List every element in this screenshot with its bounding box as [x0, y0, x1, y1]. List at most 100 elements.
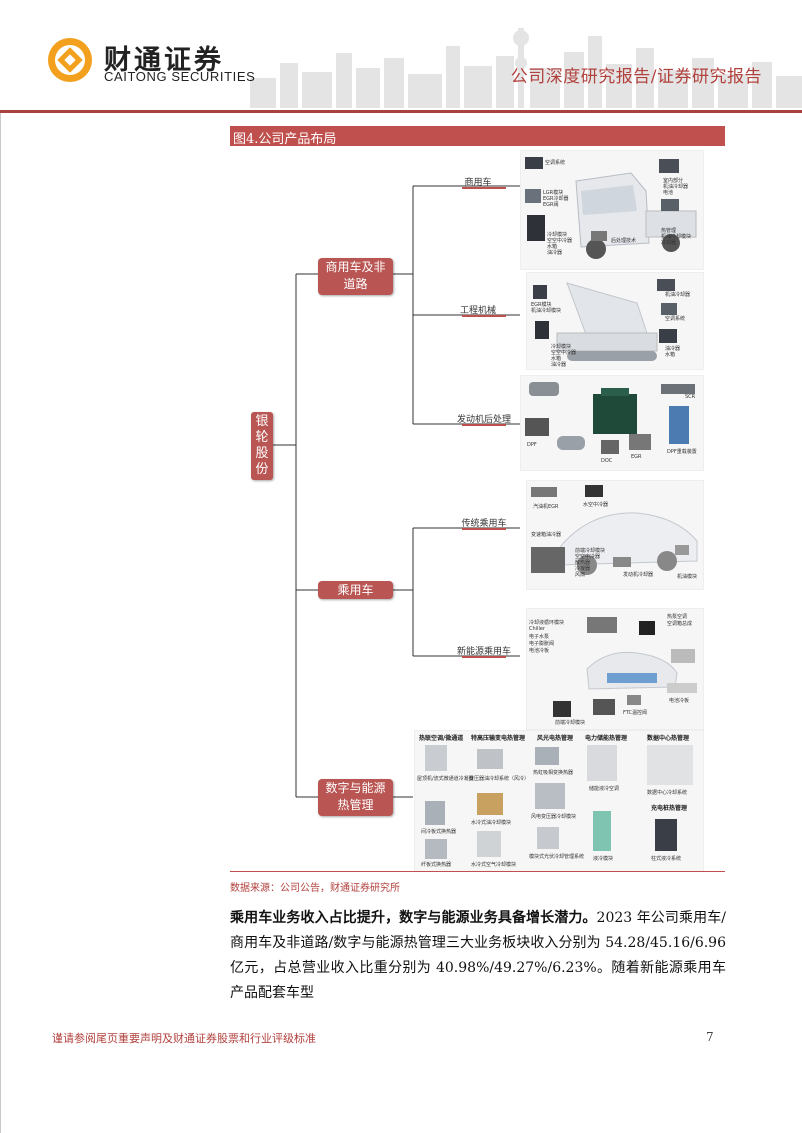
leaf-underline [462, 528, 506, 530]
panel-label: 数据中心冷却系统 [647, 790, 688, 796]
panel-label: SCR [685, 394, 696, 400]
panel-label: DPF [527, 442, 537, 448]
digital-head: 数据中心热管理 [647, 735, 690, 742]
digital-head: 电力储能热管理 [585, 735, 628, 742]
panel-label: EGR [631, 454, 642, 460]
leaf-underline [462, 315, 506, 317]
panel-label: 后处理技术 [611, 238, 637, 244]
panel-label: 空空中冷器 [551, 350, 577, 356]
product-layout-diagram: 银 轮 股 份 商用车及非 道路 乘用车 数字与能源 热管理 商用车 工程机械 … [230, 150, 725, 872]
panel-label: 机油冷却模块 [661, 234, 692, 240]
panel-label: EGR模块 [531, 302, 552, 308]
panel-label: 模块式光伏冷却管理系统 [529, 854, 585, 860]
panel-label: 储能液冷空调 [589, 786, 620, 792]
panel-label: 变压器油冷却系统（风冷） [469, 776, 530, 782]
left-margin-rule [0, 113, 1, 1133]
panel-label: 空空中冷器 [547, 238, 573, 244]
logo-english-name: CAITONG SECURITIES [104, 69, 256, 84]
figure-title-bar: 图4.公司产品布局 [230, 126, 725, 147]
panel-label: 电池冷板 [529, 648, 550, 654]
panel-label: EGR阀 [543, 202, 559, 208]
panel-label: 水冷式空气冷却模块 [471, 862, 517, 868]
panel-label: 电池 [663, 190, 674, 196]
digital-head: 风光电热管理 [537, 735, 574, 742]
panel-label: 机油冷却模块 [531, 308, 562, 314]
panel-label: 电子水泵 [529, 634, 550, 640]
header-divider [0, 110, 802, 113]
panel-label: 机油模块 [677, 574, 698, 580]
leaf-nev-passenger: 新能源乘用车 [456, 647, 511, 657]
panel-label: 变速箱油冷器 [531, 532, 562, 538]
root-char: 轮 [255, 430, 269, 445]
panel-label: 液冷模块 [593, 856, 614, 862]
figure-title: 图4.公司产品布局 [233, 132, 337, 147]
body-paragraph: 乘用车业务收入占比提升，数字与能源业务具备增长潜力。2023 年公司乘用车/商用… [230, 906, 726, 1006]
panel-label: DOC [601, 458, 613, 464]
panel-label: 冷凝器 [575, 566, 591, 572]
leaf-underline [462, 424, 506, 426]
panel-label: 风扇 [575, 572, 586, 578]
city-skyline-watermark [250, 28, 802, 108]
paragraph-lead: 乘用车业务收入占比提升，数字与能源业务具备增长潜力。 [230, 910, 597, 926]
panel-label: 热虹吸相变换热器 [533, 770, 574, 776]
panel-label: 电池冷板 [669, 698, 690, 704]
panel-label: 空调系统 [545, 160, 566, 166]
page-header: 财通证券 CAITONG SECURITIES 公司深度研究报告/证券研究报告 [0, 0, 802, 112]
panel-label: 前端冷却模块 [575, 548, 606, 554]
caitong-logo-icon [48, 38, 92, 82]
panel-commercial-truck: 空调系统 LGR模块 EGR冷却器 EGR阀 冷却模块 空空中冷器 水箱 油冷器… [520, 150, 704, 270]
panel-label: 电子膨胀阀 [529, 641, 555, 647]
panel-label: DPF重载装置 [667, 449, 697, 455]
panel-label: FTC温控阀 [623, 710, 648, 716]
panel-digital-energy: 热联空调/微通道 特高压输变电热管理 风光电热管理 电力储能热管理 数据中心热管… [414, 730, 704, 872]
panel-label: 水箱 [551, 356, 562, 362]
panel-label: 前端冷却模块 [555, 720, 586, 726]
panel-label: 发动机冷却器 [623, 572, 654, 578]
panel-label: 间冷板式换热器 [421, 829, 457, 835]
panel-label: Chiller [529, 626, 545, 632]
excavator-illustration [533, 279, 677, 361]
panel-label: 屋顶机/流式微通道冷凝器 [417, 776, 474, 782]
category-label: 商用车及非 [325, 260, 386, 274]
panel-label: 水箱 [547, 244, 558, 250]
report-type: 公司深度研究报告/证券研究报告 [510, 67, 762, 87]
panel-label: EGR冷却器 [543, 196, 569, 202]
panel-label: 室内部分 [663, 178, 684, 184]
digital-head: 热联空调/微通道 [419, 735, 464, 742]
figure-source: 数据来源：公司公告，财通证券研究所 [230, 883, 400, 894]
panel-label: 汽油机EGR [533, 504, 559, 510]
truck-illustration [525, 157, 697, 259]
panel-excavator: EGR模块 机油冷却模块 冷却模块 空空中冷器 水箱 油冷器 机油冷却器 空调系… [526, 272, 704, 370]
category-label: 数字与能源 [325, 781, 386, 795]
source-divider [230, 871, 725, 872]
panel-label: 充电桩热管理 [651, 805, 688, 812]
panel-label: 冷却器 [661, 240, 677, 246]
digital-head: 特高压输变电热管理 [471, 735, 526, 742]
digital-energy-illustration [425, 745, 693, 859]
panel-label: 油冷器 [551, 362, 567, 368]
logo-chinese-name: 财通证券 [104, 45, 224, 76]
category-label: 道路 [343, 277, 368, 291]
panel-label: 水空中冷器 [583, 502, 609, 508]
paragraph-body: 2023 年公司乘用车/商用车及非道路/数字与能源热管理三大业务板块收入分别为 … [230, 910, 727, 1001]
panel-label: 水冷式油冷却模块 [471, 820, 512, 826]
panel-label: 风电变压器冷却模块 [531, 814, 577, 820]
panel-engine-aftertreatment: SCR DPF DOC EGR DPF重载装置 [520, 375, 704, 471]
panel-label: 柱式液冷系统 [651, 856, 682, 862]
panel-label: 空调系统 [665, 316, 686, 322]
leaf-underline [462, 187, 506, 189]
panel-label: LGR模块 [543, 190, 564, 196]
category-label: 乘用车 [337, 583, 374, 597]
root-char: 银 [255, 414, 269, 429]
category-label: 热管理 [337, 798, 374, 812]
panel-traditional-passenger: 汽油机EGR 水空中冷器 变速箱油冷器 前端冷却模块 空空中冷器 散热器 冷凝器… [526, 480, 704, 590]
engine-illustration [525, 382, 695, 454]
panel-label: 散热器 [575, 560, 591, 566]
leaf-underline [462, 656, 506, 658]
panel-label: 纤板式换热器 [421, 862, 452, 868]
panel-label: 冷却模块 [551, 344, 572, 350]
panel-label: 油冷器 [547, 250, 563, 256]
leaf-engine-aftertreatment: 发动机后处理 [456, 415, 511, 425]
category-digital-energy: 数字与能源 热管理 [318, 779, 393, 816]
ev-illustration [553, 617, 697, 717]
